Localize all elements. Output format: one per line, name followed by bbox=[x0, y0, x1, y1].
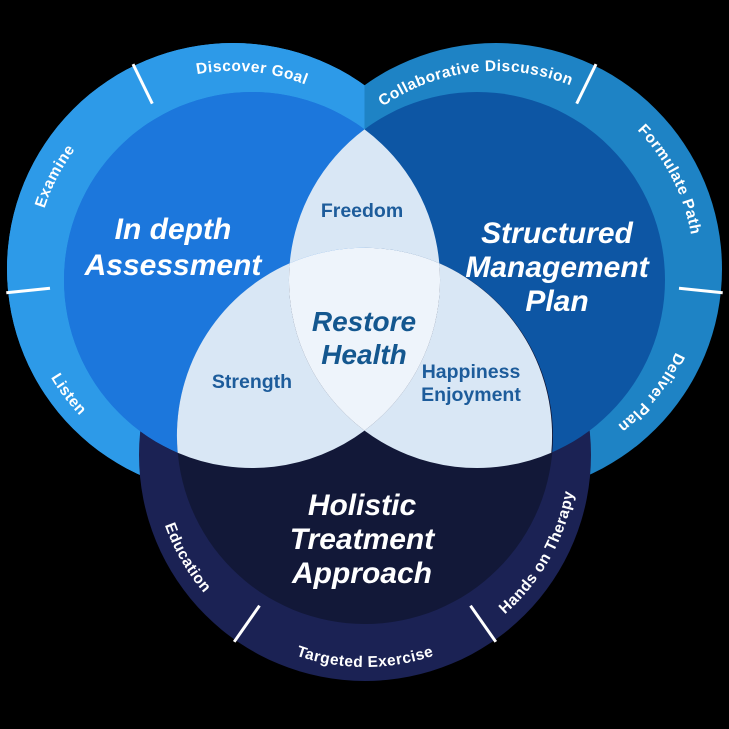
left-title-line1: In depth bbox=[115, 213, 232, 246]
circle-titles: In depth Assessment Structured Managemen… bbox=[84, 213, 651, 590]
right-title-line3: Plan bbox=[525, 285, 588, 318]
bottom-title-line3: Approach bbox=[291, 557, 432, 590]
center-label-line1: Restore bbox=[312, 306, 416, 337]
overlap-petal-strength bbox=[176, 263, 365, 468]
ring-dividers bbox=[6, 63, 723, 643]
divider-examine-discover bbox=[131, 63, 154, 105]
bottom-title-line1: Holistic bbox=[308, 489, 417, 522]
divider-formulate-deliver bbox=[678, 286, 723, 295]
bottom-title-line2: Treatment bbox=[290, 523, 437, 556]
right-title-line2: Management bbox=[465, 251, 650, 284]
overlap-labels: Restore Health Freedom Strength Happines… bbox=[212, 200, 521, 406]
left-title-line2: Assessment bbox=[84, 249, 264, 282]
right-title-line1: Structured bbox=[481, 217, 633, 250]
overlap-petal-happiness bbox=[364, 263, 553, 468]
divider-targeted-hands bbox=[469, 604, 498, 643]
strength-label: Strength bbox=[212, 371, 292, 393]
freedom-label: Freedom bbox=[321, 200, 403, 222]
divider-examine-listen bbox=[6, 286, 51, 295]
overlap-petal-freedom bbox=[289, 129, 440, 264]
overlap-center-region bbox=[288, 247, 441, 431]
center-label-line2: Health bbox=[321, 339, 407, 370]
divider-education-targeted bbox=[232, 604, 261, 643]
divider-collab-formulate bbox=[575, 63, 598, 105]
happiness-label-line1: Happiness bbox=[422, 361, 521, 383]
happiness-label-line2: Enjoyment bbox=[421, 384, 521, 406]
